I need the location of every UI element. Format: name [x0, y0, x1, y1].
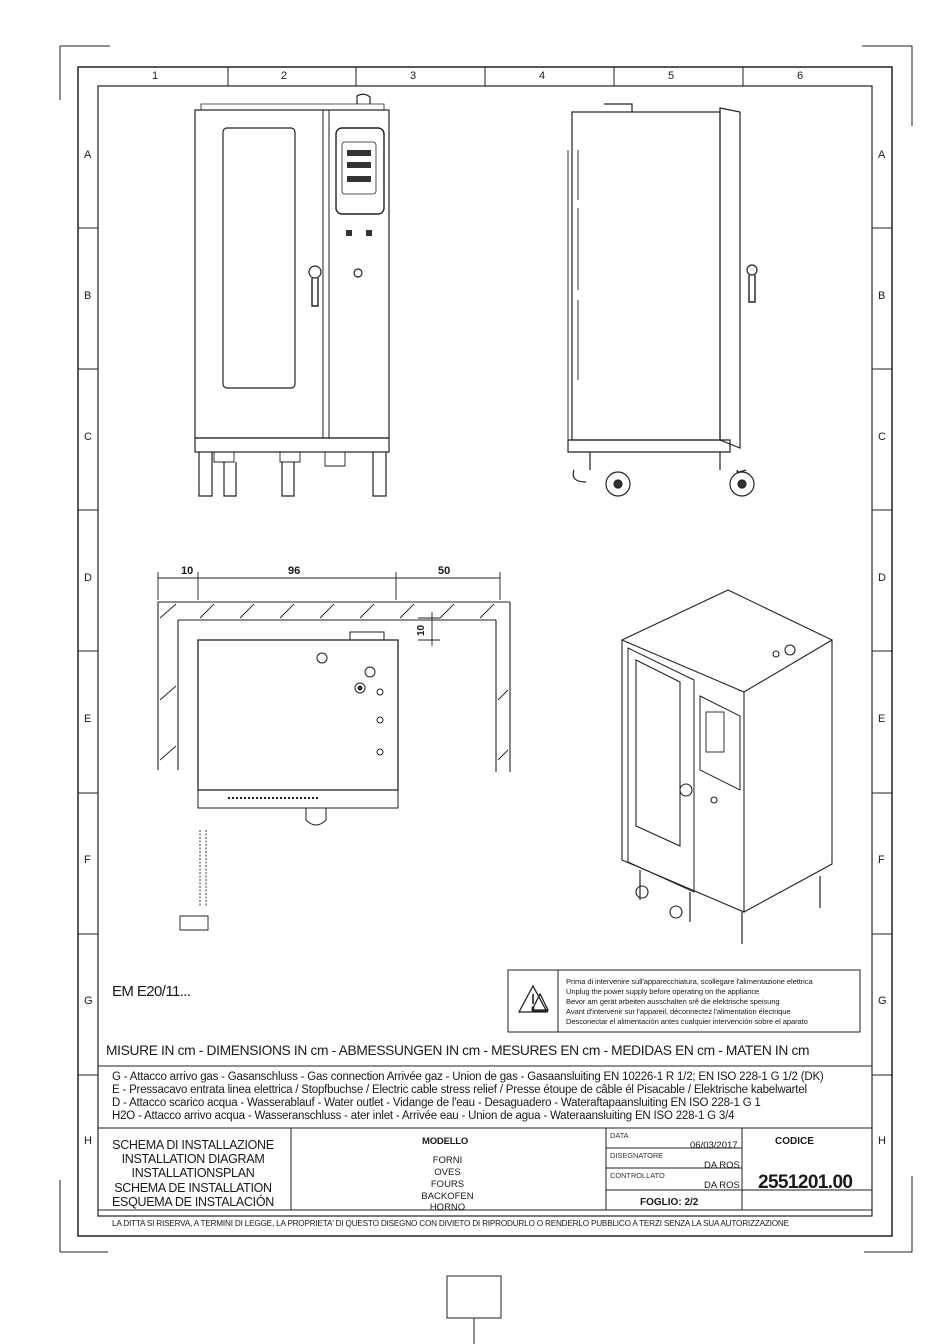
trim-mark-bottom-left: [59, 1180, 108, 1253]
column-separators: [227, 67, 744, 86]
row-label-G-right: G: [878, 995, 887, 1007]
legend-drain: D - Attacco scarico acqua - Wasserablauf…: [112, 1097, 761, 1109]
dimension-right-clearance: 50: [438, 565, 451, 577]
outer-frame: [77, 66, 893, 1237]
modello-value: BACKOFEN: [421, 1191, 474, 1202]
warning-line: Bevor am gerät arbeiten ausschalten srê …: [566, 997, 780, 1006]
drawing-title: INSTALLATION DIAGRAM: [121, 1152, 265, 1166]
page-number-box: [446, 1275, 502, 1319]
row-label-D: D: [84, 572, 92, 584]
column-label-2: 2: [281, 70, 288, 82]
codice-value: 2551201.00: [758, 1172, 853, 1193]
column-label-6: 6: [797, 70, 804, 82]
footer-notice: LA DITTA SI RISERVA, A TERMINI DI LEGGE,…: [112, 1219, 789, 1228]
warning-line: Desconectar el alimentación antes cualqu…: [566, 1017, 808, 1026]
row-label-D-right: D: [878, 572, 886, 584]
column-label-1: 1: [152, 70, 159, 82]
row-label-C-right: C: [878, 431, 886, 443]
trim-mark-bottom-right: [864, 1176, 913, 1253]
row-label-G: G: [84, 995, 93, 1007]
controllato-value: DA ROS: [704, 1180, 740, 1191]
measures-line: MISURE IN cm - DIMENSIONS IN cm - ABMESS…: [106, 1043, 810, 1058]
drawing-title: SCHEMA DI INSTALLAZIONE: [112, 1138, 274, 1152]
drawing-title: ESQUEMA DE INSTALACIÓN: [112, 1195, 274, 1209]
column-label-3: 3: [410, 70, 417, 82]
disegnatore-label: DISEGNATORE: [610, 1151, 664, 1160]
plan-view: [157, 572, 511, 931]
title-block-cells: [290, 1128, 872, 1210]
modello-label: MODELLO: [422, 1136, 469, 1147]
trim-mark-top-left: [59, 45, 110, 100]
row-label-F: F: [84, 854, 91, 866]
warning-icon: [517, 984, 550, 1013]
warning-line: Prima di intervenire sull'apparecchiatur…: [566, 977, 813, 986]
data-value: 06/03/2017: [690, 1140, 738, 1151]
controllato-label: CONTROLLATO: [610, 1171, 665, 1180]
side-view: [567, 103, 758, 497]
row-label-H-right: H: [878, 1135, 886, 1147]
column-label-4: 4: [539, 70, 546, 82]
dimension-left-width: 10: [181, 565, 194, 577]
drawing-title: INSTALLATIONSPLAN: [131, 1166, 255, 1180]
foglio: FOGLIO: 2/2: [640, 1197, 699, 1208]
dimension-top-clearance: 10: [416, 624, 427, 636]
warning-line: Unplug the power supply before operating…: [566, 987, 760, 996]
trim-mark-top-right: [862, 45, 913, 126]
row-label-F-right: F: [878, 854, 885, 866]
data-label: DATA: [610, 1131, 629, 1140]
modello-value: OVES: [434, 1167, 461, 1178]
model-name: EM E20/11...: [112, 983, 191, 1000]
legend-water: H2O - Attacco arrivo acqua - Wasseransch…: [112, 1110, 735, 1122]
row-label-B: B: [84, 290, 92, 302]
row-label-B-right: B: [878, 290, 886, 302]
codice-label: CODICE: [775, 1136, 814, 1147]
row-label-A-right: A: [878, 149, 886, 161]
row-label-E: E: [84, 713, 92, 725]
warning-box-frame: [507, 969, 861, 1033]
drawing-title: SCHEMA DE INSTALLATION: [114, 1181, 272, 1195]
warning-line: Avant d'intervenir sur l'appareil, décon…: [566, 1007, 791, 1016]
dimension-body-width: 96: [288, 565, 301, 577]
legend-gas: G - Attacco arrivo gas - Gasanschluss - …: [112, 1071, 824, 1083]
modello-value: FORNI: [432, 1155, 463, 1166]
row-separators: [78, 227, 892, 1076]
row-label-E-right: E: [878, 713, 886, 725]
modello-value: FOURS: [430, 1179, 465, 1190]
legend-electric: E - Pressacavo entrata linea elettrica /…: [112, 1084, 807, 1096]
front-view: [194, 93, 390, 497]
row-label-H: H: [84, 1135, 92, 1147]
disegnatore-value: DA ROS: [704, 1160, 740, 1171]
row-label-A: A: [84, 149, 92, 161]
isometric-view: [620, 589, 834, 944]
row-label-C: C: [84, 431, 92, 443]
modello-value: HORNO: [429, 1202, 466, 1213]
column-label-5: 5: [668, 70, 675, 82]
